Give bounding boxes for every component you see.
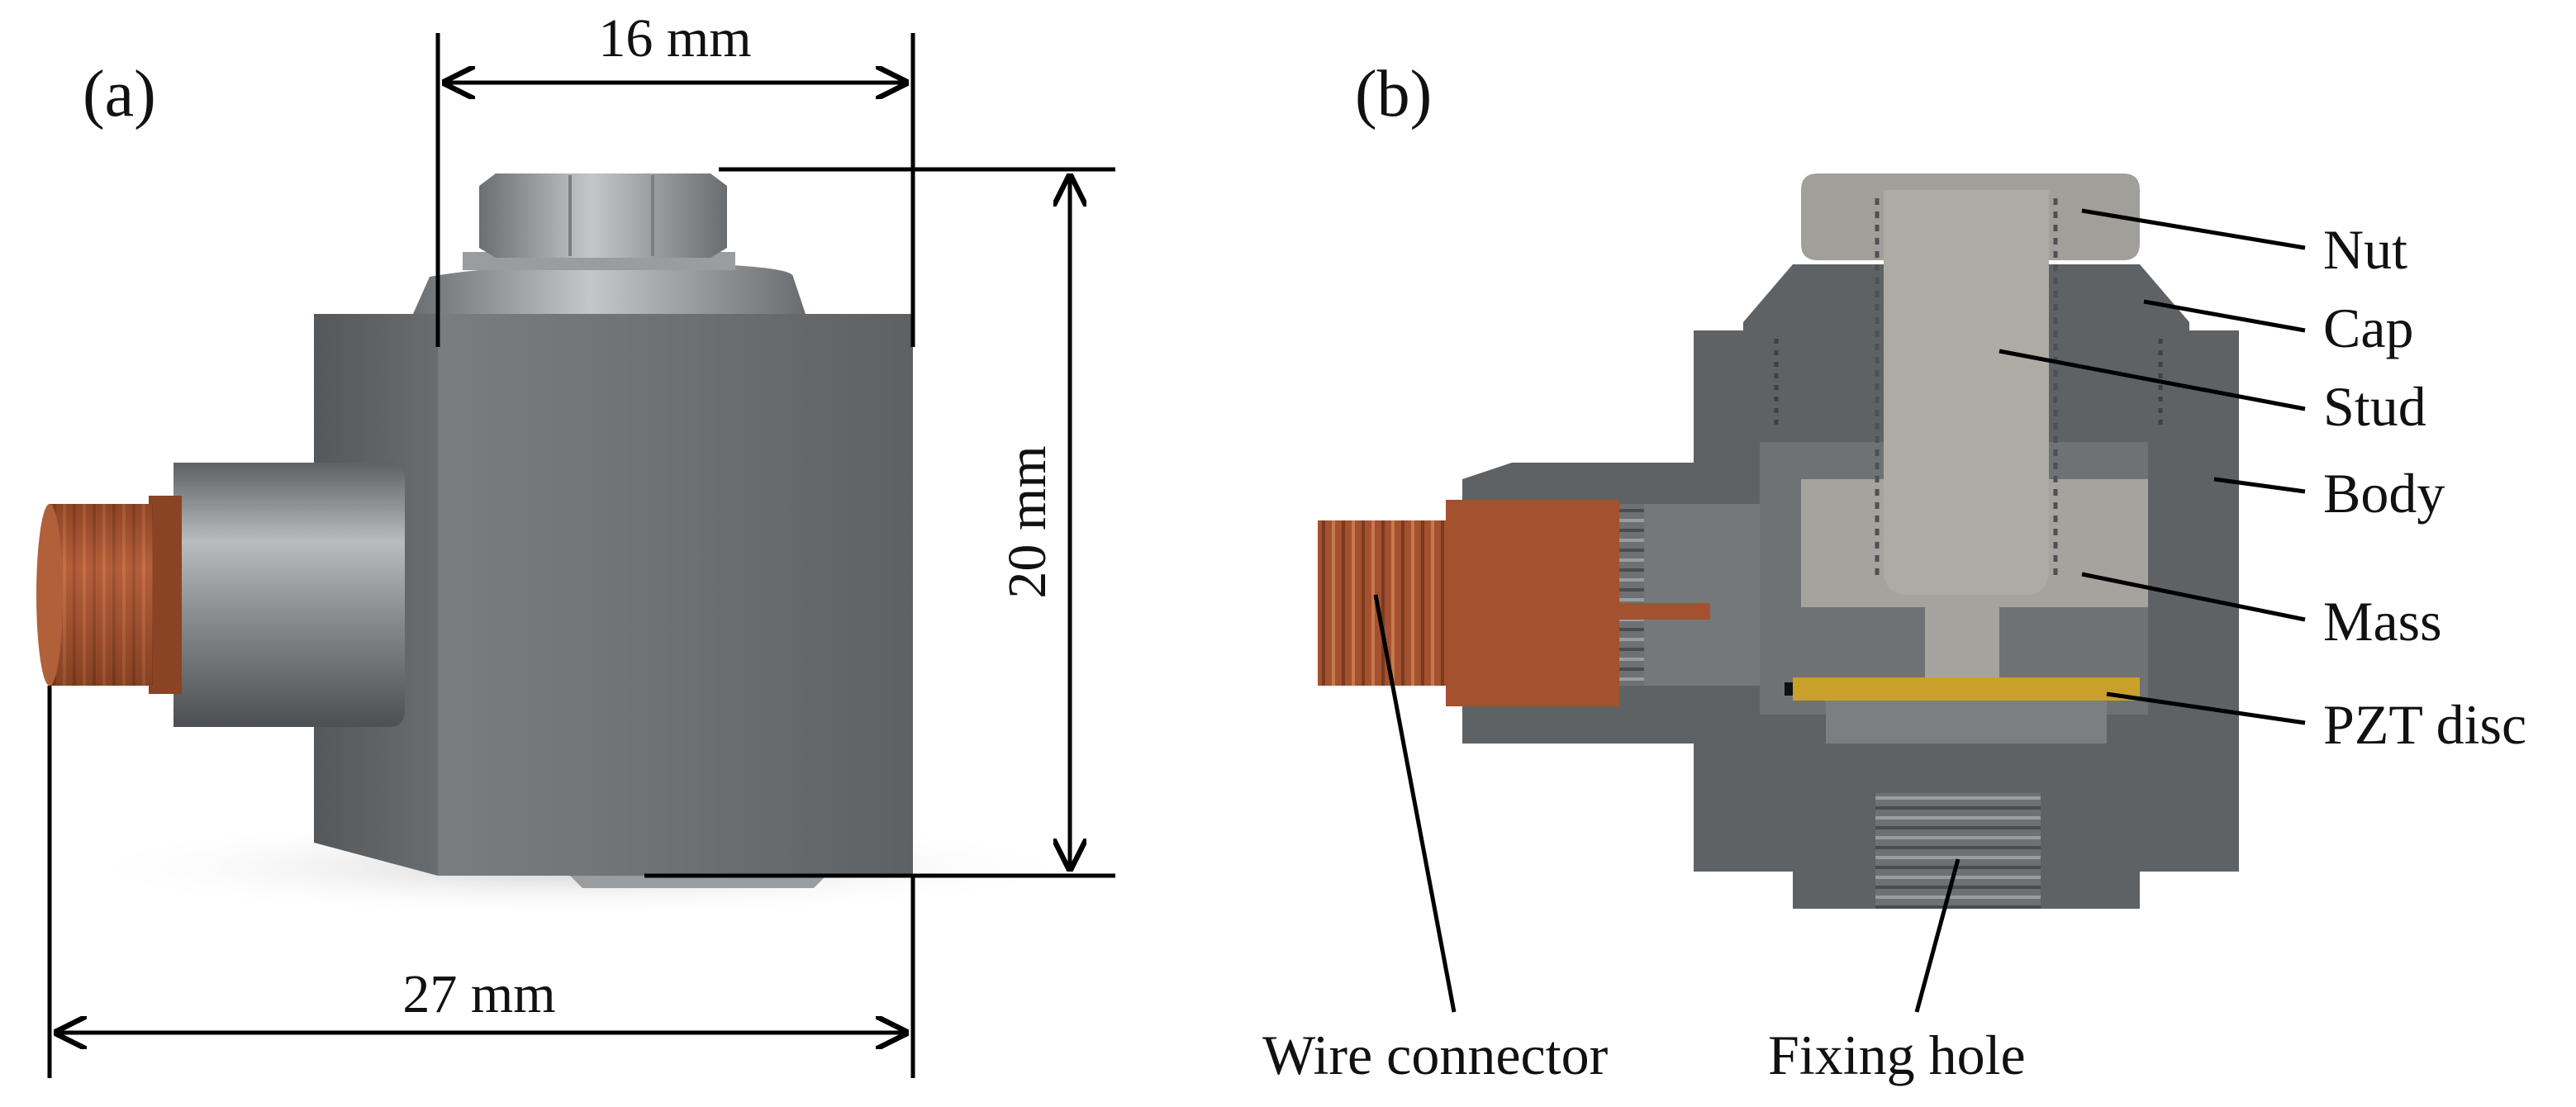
hex-nut	[479, 173, 727, 258]
dimension-height: 20 mm	[644, 167, 1115, 878]
label-mass: Mass	[2323, 590, 2442, 653]
leader-body	[2213, 477, 2306, 494]
leader-pzt	[2106, 691, 2306, 725]
wire-connector-thread	[1318, 520, 1450, 686]
part-labels: Nut Cap Stud Body Mass PZT disc Wire con…	[1262, 218, 2526, 1086]
label-fixing-hole: Fixing hole	[1768, 1024, 2026, 1086]
connector-face	[36, 504, 63, 686]
dimension-top-label: 16 mm	[598, 8, 751, 69]
panel-a: (a)	[36, 8, 1115, 1078]
connector-flange	[149, 496, 182, 694]
wire-connector-body	[1446, 500, 1619, 706]
panel-a-label: (a)	[83, 58, 156, 131]
side-boss	[173, 463, 405, 727]
panel-b-label: (b)	[1355, 58, 1432, 131]
cap-dome	[413, 263, 806, 314]
dimension-height-label: 20 mm	[997, 445, 1057, 598]
leader-nut	[2081, 208, 2306, 250]
connector-pin	[1619, 603, 1710, 620]
stud-section	[1884, 190, 2049, 595]
sensor-render	[36, 173, 913, 888]
dimension-bottom-label: 27 mm	[402, 964, 555, 1024]
label-wire-connector: Wire connector	[1262, 1024, 1609, 1086]
leader-lines	[1373, 208, 2306, 1013]
leader-fixing	[1914, 858, 1961, 1013]
block-front-face	[438, 314, 913, 876]
dimension-bottom: 27 mm	[47, 686, 915, 1078]
leader-wire	[1373, 594, 1457, 1013]
label-body: Body	[2323, 462, 2445, 525]
fixing-hole-thread	[1875, 793, 2041, 909]
cross-section	[1318, 173, 2239, 909]
leader-cap	[2143, 299, 2306, 333]
copper-connector-shade	[50, 504, 153, 686]
base-gap	[1826, 701, 2107, 744]
label-pzt: PZT disc	[2323, 693, 2526, 756]
dimension-top: 16 mm	[435, 8, 915, 347]
label-stud: Stud	[2323, 375, 2426, 438]
panel-b: (b)	[1262, 58, 2526, 1086]
pzt-electrode	[1785, 682, 1793, 696]
leader-mass	[2081, 572, 2306, 622]
pzt-disc	[1793, 677, 2140, 701]
bottom-boss	[570, 876, 826, 888]
leader-stud	[1999, 349, 2306, 411]
bore-thread	[1619, 504, 1644, 686]
label-nut: Nut	[2323, 218, 2407, 281]
label-cap: Cap	[2323, 297, 2414, 359]
